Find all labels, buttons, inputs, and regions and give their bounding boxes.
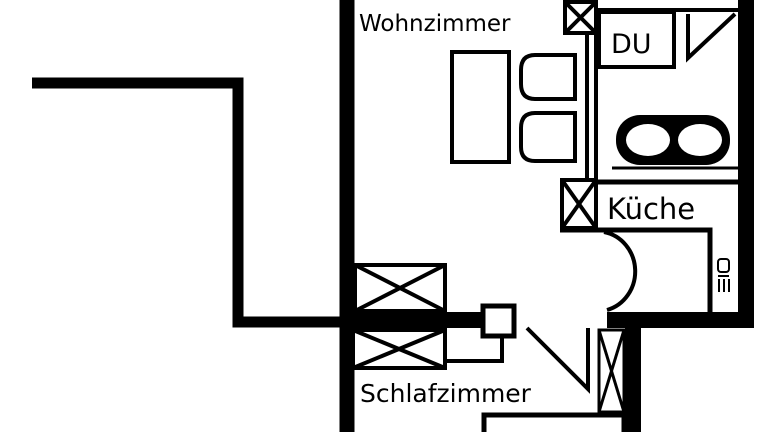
room-label-bedroom: Schlafzimmer	[360, 379, 532, 408]
pipe-line	[447, 337, 504, 363]
fridge-icon	[717, 258, 730, 292]
exterior-wall-outline	[32, 77, 490, 328]
chair-top	[519, 53, 577, 101]
shower-box	[597, 10, 676, 69]
kitchen-counter	[560, 227, 713, 312]
window-top	[563, 0, 598, 35]
shaft-square	[480, 303, 517, 339]
room-label-shower: DU	[611, 29, 652, 60]
window-bedroom-narrow	[597, 328, 626, 414]
door-swing-arc	[603, 230, 638, 312]
chair-bottom	[519, 111, 577, 163]
window-bedroom	[351, 328, 447, 370]
window-kitchen	[560, 178, 598, 230]
dining-table	[450, 50, 511, 164]
bedroom-door-triangle	[525, 326, 590, 394]
cooktop-icon	[616, 115, 730, 165]
window-living-lower	[353, 263, 447, 313]
room-label-living: Wohnzimmer	[359, 11, 511, 37]
room-label-kitchen: Küche	[607, 192, 695, 226]
shower-door-triangle	[686, 12, 737, 63]
bed	[481, 412, 627, 432]
